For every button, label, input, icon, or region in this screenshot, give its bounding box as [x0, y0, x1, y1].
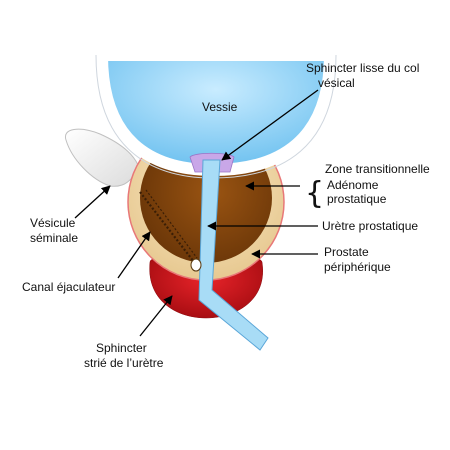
urethra — [198, 159, 269, 351]
arrow-vesicule — [74, 185, 111, 219]
label-adenome-2: prostatique — [327, 192, 387, 206]
arrow-sphincter-strie — [139, 295, 173, 337]
brace-icon: { — [305, 176, 324, 211]
label-sphincter-strie-2: strié de l’urètre — [84, 356, 164, 370]
label-canal-ejaculateur: Canal éjaculateur — [22, 280, 115, 294]
label-adenome-1: Adénome — [327, 178, 379, 192]
label-prostate-2: périphérique — [324, 260, 391, 274]
label-prostate-1: Prostate — [324, 245, 369, 259]
label-vesicule-1: Vésicule — [30, 216, 76, 230]
arrow-canal-ejaculateur — [117, 231, 151, 279]
label-vessie: Vessie — [202, 100, 238, 114]
label-sphincter-lisse-2: vésical — [318, 76, 355, 90]
label-vesicule-2: séminale — [30, 231, 78, 245]
verumontanum — [190, 258, 202, 272]
label-uretre-prostatique: Urètre prostatique — [322, 219, 418, 233]
label-zone-transitionnelle: Zone transitionnelle — [325, 162, 430, 176]
arrow-sphincter-lisse — [221, 89, 319, 161]
label-sphincter-lisse-1: Sphincter lisse du col — [306, 61, 419, 75]
ejaculatory-duct — [139, 191, 195, 263]
label-sphincter-strie-1: Sphincter — [96, 341, 147, 355]
